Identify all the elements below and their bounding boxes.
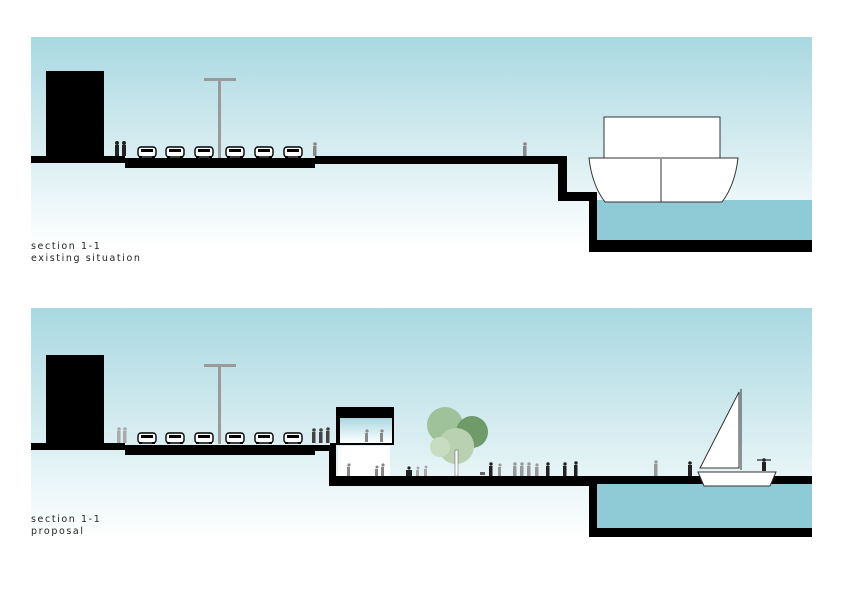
existing-caption: section 1-1 existing situation [31, 241, 141, 265]
water [597, 200, 812, 240]
section-proposal: section 1-1 proposal [0, 300, 842, 595]
people [117, 427, 771, 476]
existing-section-drawing [31, 37, 812, 252]
building [46, 71, 104, 158]
cars [137, 146, 303, 158]
street-lamp [204, 78, 236, 158]
building [46, 355, 104, 445]
proposal-caption-title: section 1-1 [31, 514, 102, 525]
section-existing: section 1-1 existing situation [31, 37, 812, 265]
proposal-caption: section 1-1 proposal [31, 514, 101, 538]
proposal-caption-subtitle: proposal [31, 526, 85, 537]
people [115, 141, 527, 156]
sailboat [697, 389, 777, 487]
plaza-surface [336, 476, 812, 480]
boat [588, 116, 739, 203]
tree [427, 407, 488, 477]
proposal-section-drawing [31, 308, 812, 540]
water [597, 484, 812, 528]
street-lamp [204, 364, 236, 444]
existing-caption-title: section 1-1 [31, 241, 102, 252]
ground-profile [31, 156, 812, 252]
cars [137, 432, 303, 444]
existing-caption-subtitle: existing situation [31, 253, 142, 264]
